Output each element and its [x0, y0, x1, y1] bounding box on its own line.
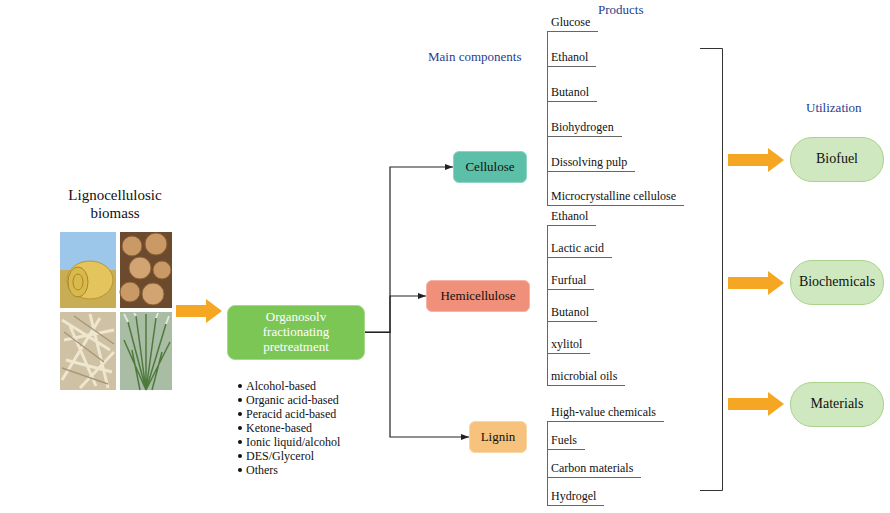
bullet-dot — [238, 426, 242, 430]
column-heading: Utilization — [806, 100, 862, 115]
product-item: Furfual — [547, 273, 594, 290]
bullet-dot — [238, 454, 242, 458]
bullet-dots — [238, 384, 242, 472]
biomass-photos — [60, 232, 172, 390]
bagasse-shadows — [62, 316, 114, 384]
group-bracket — [700, 49, 723, 491]
product-item: Fuels — [547, 433, 585, 450]
bullet-dot — [238, 440, 242, 444]
method-bullet: Ketone-based — [246, 421, 312, 435]
hay-bale-spiral — [73, 274, 83, 290]
utilization-box: Biochemicals — [790, 260, 884, 305]
product-item: High-value chemicals — [547, 405, 664, 422]
box-text: Hemicellulose — [440, 289, 515, 304]
hay-bale — [67, 261, 113, 299]
connector-arrow — [365, 332, 469, 437]
list-bracket — [547, 225, 548, 385]
product-item: Butanol — [547, 85, 597, 102]
product-item: Ethanol — [547, 50, 596, 67]
box-text: Organosolv fractionating pretreatment — [234, 310, 358, 355]
method-bullet: Peracid acid-based — [246, 407, 336, 421]
product-item: Carbon materials — [547, 461, 641, 478]
list-bracket — [547, 31, 548, 205]
product-item: Glucose — [547, 15, 598, 32]
bullet-dot — [238, 412, 242, 416]
bullet-dot — [238, 468, 242, 472]
component-box: Cellulose — [453, 151, 527, 183]
box-text: Materials — [811, 396, 864, 412]
bagasse-fibres — [62, 314, 114, 388]
list-bracket — [547, 421, 548, 505]
logs-photo — [120, 232, 172, 308]
grass-blades — [124, 314, 170, 390]
log-end — [153, 261, 171, 279]
box-text: Biochemicals — [799, 274, 875, 290]
log-end — [120, 282, 140, 302]
bullet-dot — [238, 384, 242, 388]
log-end — [142, 283, 164, 305]
method-bullet: DES/Glycerol — [246, 449, 314, 463]
product-item: Dissolving pulp — [547, 155, 635, 172]
hay-photo-sky — [60, 232, 116, 308]
utilization-box: Materials — [790, 382, 884, 427]
product-item: Butanol — [547, 305, 597, 322]
product-item: Microcrystalline cellulose — [547, 189, 684, 206]
list-brackets — [547, 31, 548, 505]
product-item: Biohydrogen — [547, 120, 622, 137]
log-end — [122, 236, 142, 256]
column-heading: Products — [598, 2, 644, 17]
hay-bale-face — [68, 267, 88, 297]
product-item: Lactic acid — [547, 241, 612, 258]
figure-heading: Lignocellulosic biomass — [55, 186, 175, 222]
column-heading: Main components — [428, 49, 522, 64]
component-box: Lignin — [469, 421, 527, 453]
log-end — [145, 233, 167, 255]
bullet-dot — [238, 398, 242, 402]
grass-plumes — [124, 313, 169, 324]
box-text: Lignin — [481, 430, 516, 445]
component-box: Hemicellulose — [426, 280, 530, 312]
method-bullet: Ionic liquid/alcohol — [246, 435, 340, 449]
method-bullet: Organic acid-based — [246, 393, 339, 407]
process-box: Organosolv fractionating pretreatment — [227, 305, 365, 360]
product-item: xylitol — [547, 337, 590, 354]
box-text: Cellulose — [465, 160, 514, 175]
block-arrow — [176, 299, 222, 323]
log-end — [129, 257, 151, 279]
product-item: Ethanol — [547, 209, 596, 226]
box-text: Biofuel — [816, 151, 858, 167]
method-bullet: Others — [246, 463, 278, 477]
grass-photo — [120, 312, 172, 390]
connector-arrow — [365, 296, 426, 332]
product-item: microbial oils — [547, 369, 625, 386]
bagasse-photo — [60, 312, 116, 390]
method-bullet: Alcohol-based — [246, 379, 316, 393]
block-arrow — [728, 392, 784, 416]
block-arrow — [728, 271, 784, 295]
utilization-box: Biofuel — [790, 137, 884, 182]
product-item: Hydrogel — [547, 489, 604, 506]
block-arrow — [728, 148, 784, 172]
